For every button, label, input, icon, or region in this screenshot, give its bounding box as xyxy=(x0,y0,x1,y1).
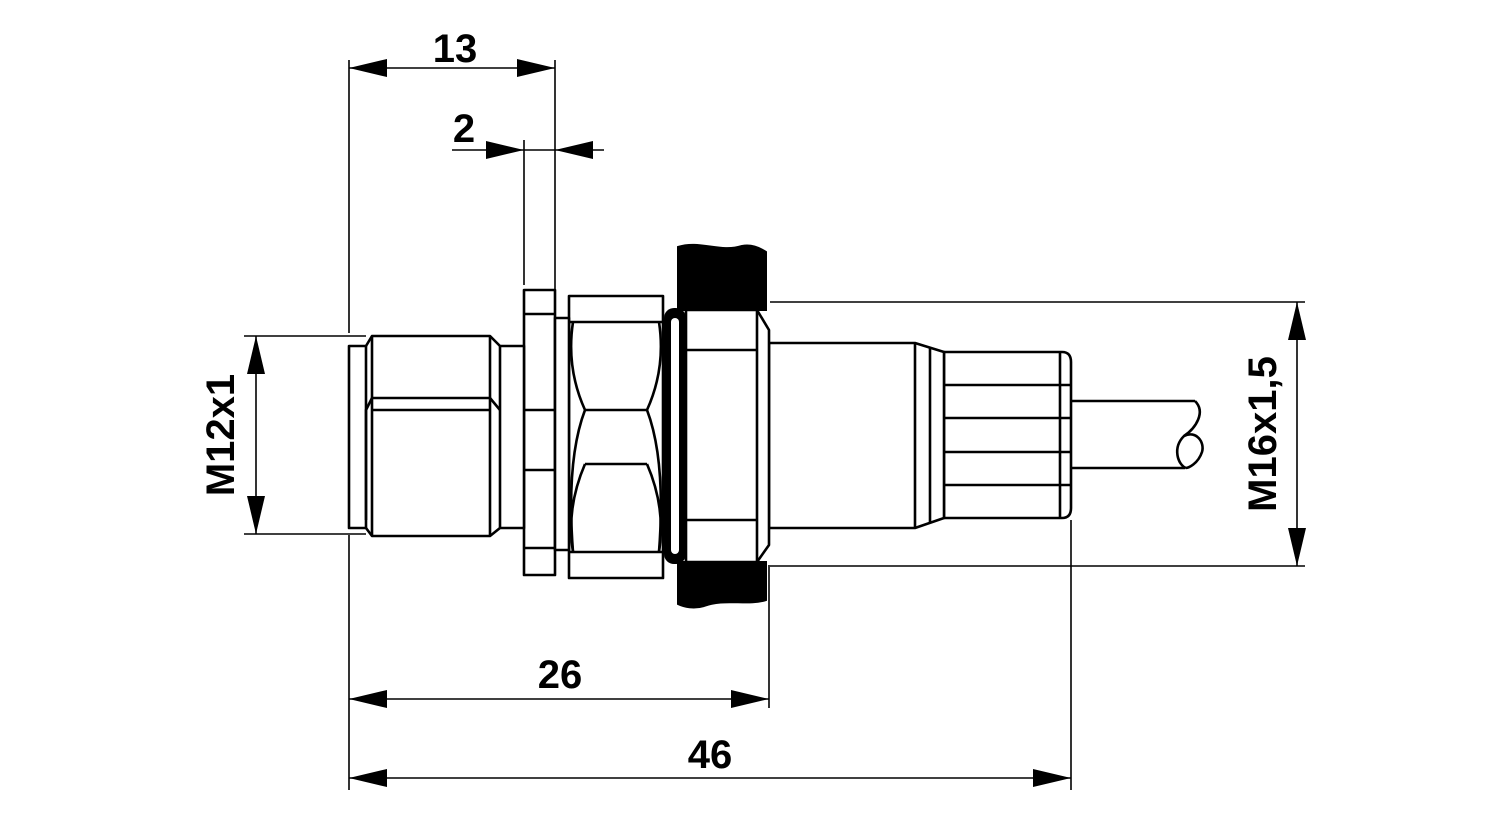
dimension-13: 13 xyxy=(349,27,555,77)
front-thread xyxy=(347,334,526,538)
dim-label-13: 13 xyxy=(433,27,478,71)
dim-label-46: 46 xyxy=(688,733,733,777)
dim-label-2: 2 xyxy=(453,107,475,151)
dimension-m12x1: M12x1 xyxy=(199,336,265,534)
front-nut xyxy=(567,294,665,580)
dimension-m16x1-5: M16x1,5 xyxy=(1241,302,1306,566)
rear-nut xyxy=(684,308,771,564)
extension-lines xyxy=(244,60,1305,790)
dim-label-m12x1: M12x1 xyxy=(199,374,243,496)
dimension-2: 2 xyxy=(452,107,604,159)
rear-body xyxy=(767,341,946,530)
o-ring xyxy=(664,308,686,564)
dim-label-26: 26 xyxy=(538,653,583,697)
dim-label-m16x1-5: M16x1,5 xyxy=(1241,356,1285,512)
rear-sleeve xyxy=(942,350,1073,520)
flange-washer xyxy=(522,288,571,577)
dimension-26: 26 xyxy=(349,653,769,708)
cable xyxy=(1071,399,1204,470)
dimension-46: 46 xyxy=(349,733,1071,787)
mounting-panel xyxy=(677,243,767,609)
